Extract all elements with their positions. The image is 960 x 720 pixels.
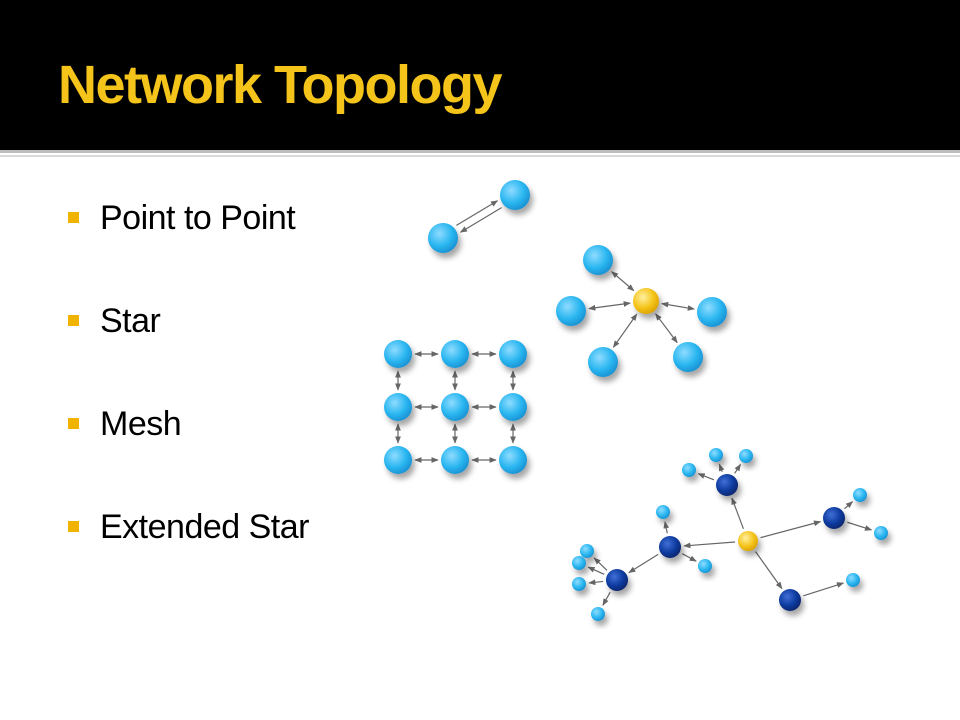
link-line (587, 566, 605, 575)
end-node (428, 223, 458, 253)
end-node (441, 393, 469, 421)
link-line (683, 541, 736, 549)
end-node (698, 559, 712, 573)
link-line (459, 207, 502, 233)
bullet-text: Mesh (100, 405, 182, 443)
bullet-text: Star (100, 302, 161, 340)
link-line (803, 582, 845, 597)
hub-node (633, 288, 659, 314)
link-line (682, 553, 697, 562)
link-line (734, 463, 742, 474)
end-node (697, 297, 727, 327)
link-line (755, 551, 783, 590)
star-diagram (556, 245, 727, 377)
end-node (853, 488, 867, 502)
point-to-point-diagram (428, 180, 530, 253)
end-node (499, 340, 527, 368)
link-line (760, 520, 822, 539)
slide-title: Network Topology (58, 55, 503, 115)
title-underline (0, 150, 960, 153)
title-bar (0, 0, 960, 150)
end-node (500, 180, 530, 210)
end-node (384, 446, 412, 474)
title-underline-secondary (0, 155, 960, 157)
link-line (611, 271, 635, 292)
square-bullet-icon (68, 212, 79, 223)
switch-node (606, 569, 628, 591)
link-line (602, 591, 611, 606)
end-node (739, 449, 753, 463)
square-bullet-icon (68, 418, 79, 429)
end-node (583, 245, 613, 275)
end-node (580, 544, 594, 558)
end-node (656, 505, 670, 519)
end-node (556, 296, 586, 326)
end-node (591, 607, 605, 621)
link-line (655, 313, 678, 344)
link-line (663, 521, 670, 534)
square-bullet-icon (68, 315, 79, 326)
link-line (661, 301, 695, 311)
link-line (697, 473, 715, 481)
link-line (718, 463, 725, 473)
switch-node (659, 536, 681, 558)
switch-node (716, 474, 738, 496)
mesh-diagram (384, 340, 527, 474)
bullet-text: Extended Star (100, 508, 309, 546)
link-line (847, 521, 873, 531)
end-node (499, 446, 527, 474)
switch-node (779, 589, 801, 611)
link-line (593, 557, 608, 571)
end-node (572, 577, 586, 591)
end-node (588, 347, 618, 377)
switch-node (823, 507, 845, 529)
end-node (846, 573, 860, 587)
link-line (588, 579, 604, 586)
link-line (612, 313, 638, 348)
end-node (682, 463, 696, 477)
end-node (673, 342, 703, 372)
square-bullet-icon (68, 521, 79, 532)
link-line (628, 553, 659, 574)
hub-node (738, 531, 758, 551)
end-node (874, 526, 888, 540)
extended-star-diagram (572, 448, 888, 621)
end-node (709, 448, 723, 462)
end-node (441, 340, 469, 368)
end-node (572, 556, 586, 570)
link-line (588, 301, 631, 311)
link-line (731, 497, 744, 530)
end-node (441, 446, 469, 474)
end-node (384, 340, 412, 368)
bullet-text: Point to Point (100, 199, 296, 237)
link-line (844, 501, 854, 510)
end-node (384, 393, 412, 421)
end-node (499, 393, 527, 421)
link-line (456, 200, 499, 226)
